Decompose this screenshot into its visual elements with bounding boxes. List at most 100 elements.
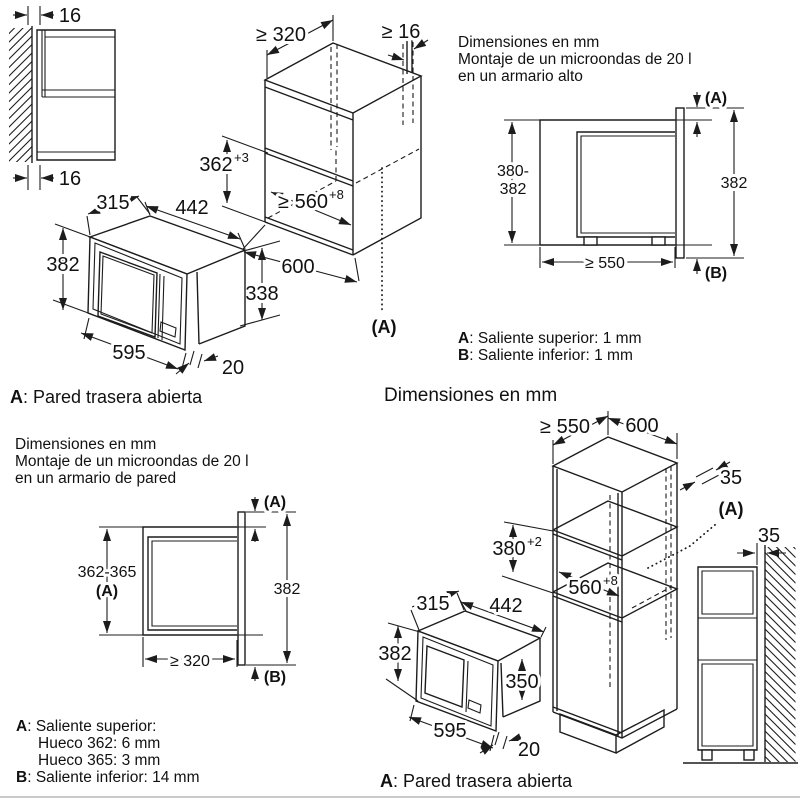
dim-front-width: 595 <box>112 342 145 364</box>
dim-overhang: 20 <box>518 739 540 761</box>
heading-line-3: en un armario alto <box>458 68 583 85</box>
ext-lines <box>501 521 554 594</box>
arrow <box>387 52 405 61</box>
note-key: A <box>10 387 23 407</box>
dim-panel-thickness-bottom: 16 <box>59 168 81 190</box>
heading-line-3: en un armario de pared <box>15 470 176 487</box>
dim-line-body-width <box>460 601 545 633</box>
wall-hatch <box>765 547 796 762</box>
note-text: : Pared trasera abierta <box>23 387 203 407</box>
unit-inner-line <box>151 540 237 627</box>
cabinet-edges <box>264 76 422 256</box>
note-b-key: B <box>16 769 27 786</box>
label-b: (B) <box>264 669 286 686</box>
note-b-key: B <box>458 347 469 364</box>
note-a-key: A <box>458 330 469 347</box>
arrow <box>479 744 494 755</box>
dim-depth: ≥ 550 <box>540 416 590 438</box>
dim-ticks <box>27 6 41 190</box>
dim-depth: 315 <box>96 192 129 214</box>
dim-niche-height-label: (A) <box>96 583 118 600</box>
cabinet-foot <box>743 749 755 761</box>
label-a: (A) <box>705 90 727 107</box>
dim-width: 600 <box>281 256 314 278</box>
dim-ticks <box>189 350 203 369</box>
heading-line-2: Montaje de un microondas de 20 l <box>15 453 249 470</box>
tall-cabinet-iso: ≥ 320 ≥ 16 362 +3 ≥ 560 +8 600 338 (A) <box>196 15 429 340</box>
dim-panel-thickness-top: 16 <box>59 5 81 27</box>
unit-foot <box>583 236 598 246</box>
dim-niche-height-tolerance: +2 <box>527 534 542 549</box>
niche-outline <box>539 119 675 246</box>
column-side-view: 35 <box>683 522 798 764</box>
note-rear-wall-bottom: A: Pared trasera abierta <box>380 771 573 791</box>
cabinet-top-face <box>551 436 679 493</box>
control-panel-strip <box>465 660 469 713</box>
dim-front-height: 382 <box>274 581 301 598</box>
dim-niche-height-line1: 380- <box>497 163 529 180</box>
dim-below: 338 <box>245 283 278 305</box>
arrow <box>715 460 731 471</box>
note-b-text: : Saliente inferior: 1 mm <box>469 347 633 364</box>
microwave-front-frame <box>87 235 188 352</box>
panel-outline <box>36 29 116 161</box>
control-panel-strip <box>157 273 165 341</box>
dim-line-front-width <box>408 716 494 749</box>
dim-depth: ≥ 320 <box>170 653 210 670</box>
cabinet-outline <box>697 566 758 751</box>
arrow <box>175 362 190 375</box>
dim-front-height: 382 <box>721 175 748 192</box>
note-a-text: : Saliente superior: 1 mm <box>469 330 641 347</box>
dim-niche-width: ≥ 560 <box>278 191 328 213</box>
ext-lines <box>246 511 296 666</box>
cabinet-inner-lines <box>698 570 757 747</box>
ext-lines <box>504 119 540 246</box>
arrow <box>413 39 429 50</box>
dim-niche-width-tolerance: +8 <box>603 573 618 588</box>
unit-outline <box>147 536 237 631</box>
dim-depth: ≥ 320 <box>256 24 306 46</box>
dim-line-depth <box>266 19 334 56</box>
frame-inner-line <box>92 242 183 345</box>
dim-ticks <box>494 731 508 750</box>
dim-line-body-width <box>145 205 241 240</box>
dim-niche-width: 560 <box>568 577 601 599</box>
dim-depth: ≥ 550 <box>585 255 625 272</box>
plinth <box>559 708 665 755</box>
cabinet-foot <box>701 749 713 761</box>
ext-lines <box>539 247 676 268</box>
note-a-text: : Saliente superior: <box>27 718 156 735</box>
note-b: B: Saliente inferior: 1 mm <box>458 347 633 364</box>
cabinet-top-face <box>263 42 423 114</box>
dim-line-niche-width <box>270 191 352 226</box>
label-a: (A) <box>719 499 744 519</box>
dim-back-gap: ≥ 16 <box>382 21 421 43</box>
microwave-side-face <box>196 250 246 345</box>
dim-line-depth <box>552 415 609 446</box>
dim-body-width: 442 <box>175 197 208 219</box>
shelf-1 <box>552 500 679 561</box>
heading-line-1: Dimensiones en mm <box>458 34 599 51</box>
unit-outline <box>576 131 675 238</box>
dim-line-niche-width <box>558 571 620 597</box>
wall-panel-section: 16 16 <box>9 2 116 193</box>
dim-ticks <box>695 467 720 485</box>
microwave-front-frame <box>415 630 499 732</box>
dim-body-height: 350 <box>505 671 538 693</box>
note-a: A: Saliente superior: <box>16 718 156 735</box>
note-a-line2: Hueco 362: 6 mm <box>38 735 160 752</box>
mid-left-section: Dimensiones en mm Montaje de un microond… <box>15 436 303 786</box>
dim-line-depth <box>87 195 140 215</box>
ext-lines <box>99 526 143 636</box>
microwave-iso-small: 315 442 382 350 595 20 <box>375 590 547 764</box>
open-back-callout-line <box>647 523 717 569</box>
back-panel <box>406 37 413 74</box>
heading-line-1: Dimensiones en mm <box>15 436 156 453</box>
dim-niche-height: 380 <box>492 538 525 560</box>
dim-back-gap: 35 <box>720 467 742 489</box>
ext-lines <box>385 622 421 702</box>
dim-depth: 315 <box>416 593 449 615</box>
top-right-section: Dimensiones en mm Montaje de un microond… <box>458 34 750 364</box>
label-b: (B) <box>705 265 727 282</box>
